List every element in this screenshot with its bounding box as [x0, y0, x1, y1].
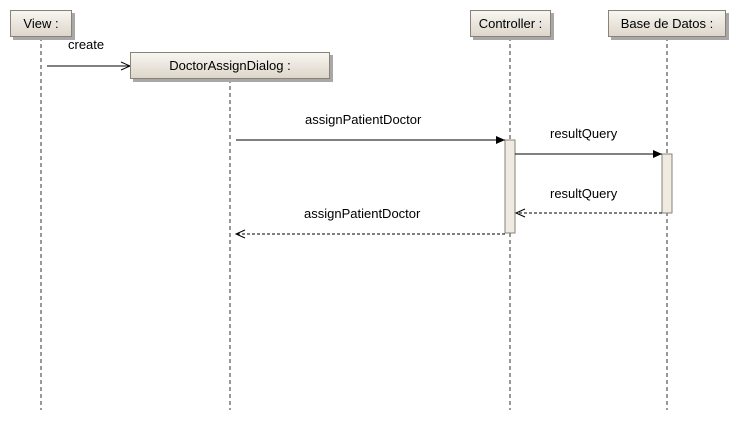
lifeline-label-dialog: DoctorAssignDialog :	[169, 58, 291, 73]
message-arrowhead-assign-call	[496, 136, 505, 144]
lifeline-label-db: Base de Datos :	[620, 16, 714, 31]
message-arrowhead-assign-return	[234, 229, 246, 239]
lifeline-box-view: View :	[10, 10, 72, 37]
message-label-create: create	[68, 37, 105, 52]
activation-bar-controller	[504, 139, 516, 234]
lifeline-box-db: Base de Datos :	[608, 10, 726, 37]
message-label-query-return: resultQuery	[550, 186, 618, 201]
activation-bar-db	[661, 153, 673, 214]
message-label-assign-return: assignPatientDoctor	[304, 206, 421, 221]
lifeline-label-view: View :	[23, 16, 59, 31]
lifeline-box-controller: Controller :	[470, 10, 551, 37]
lifeline-label-controller: Controller :	[478, 16, 543, 31]
message-label-assign-call: assignPatientDoctor	[305, 112, 422, 127]
message-arrowhead-query-call	[653, 150, 662, 158]
lifeline-box-dialog: DoctorAssignDialog :	[130, 52, 330, 79]
message-arrowhead-query-return	[514, 208, 526, 218]
message-label-query-call: resultQuery	[550, 126, 618, 141]
